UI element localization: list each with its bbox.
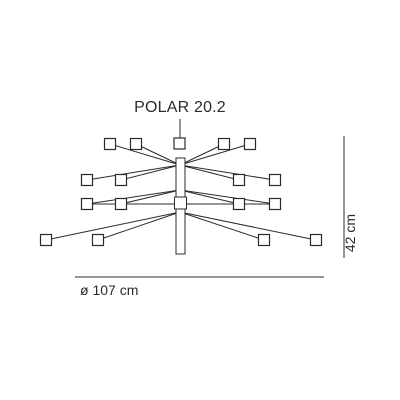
lamp-head [80, 173, 94, 187]
arm [179, 189, 240, 205]
lamp-head [129, 137, 143, 151]
lamp-head [217, 137, 231, 151]
arm [179, 211, 317, 241]
lamp-head [268, 173, 282, 187]
stem-joint [174, 196, 187, 210]
lamp-head [232, 173, 246, 187]
lamp-head [80, 197, 94, 211]
arm [179, 143, 251, 166]
lamp-head [309, 233, 323, 247]
diameter-label: ø 107 cm [80, 282, 139, 298]
lamp-head [91, 233, 105, 247]
lamp-heads [39, 137, 323, 247]
arm [86, 164, 181, 181]
arm [120, 189, 181, 205]
arm [45, 211, 181, 241]
lamp-head [39, 233, 53, 247]
arm [97, 211, 181, 241]
lamp-head [268, 197, 282, 211]
lamp-head [173, 137, 186, 150]
arm [179, 189, 276, 205]
lamp-head [232, 197, 246, 211]
arm [179, 164, 240, 181]
arm [135, 143, 181, 166]
lamp-head [103, 137, 117, 151]
lamp-head [114, 173, 128, 187]
lamp-head [243, 137, 257, 151]
arm [109, 143, 181, 166]
height-label: 42 cm [342, 213, 358, 253]
arm [120, 164, 181, 181]
lamp-head [257, 233, 271, 247]
lamp-head [114, 197, 128, 211]
arm [179, 143, 225, 166]
arm [86, 189, 181, 205]
arm [179, 164, 276, 181]
product-title: POLAR 20.2 [134, 99, 226, 116]
arm [179, 211, 265, 241]
